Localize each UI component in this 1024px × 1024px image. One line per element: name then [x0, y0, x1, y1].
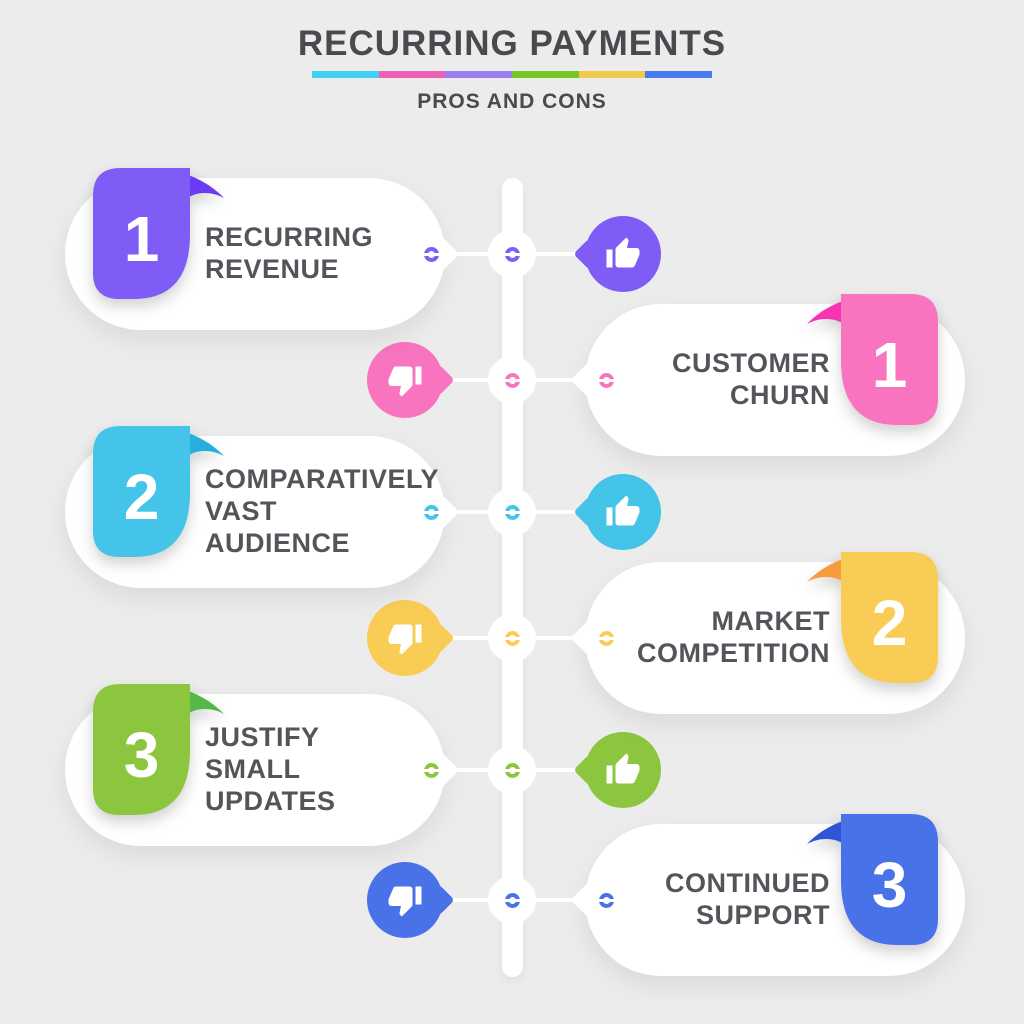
ribbon-badge: 2 [807, 552, 938, 683]
con-card: 2 MARKET COMPETITION [570, 552, 965, 714]
page-subtitle: PROS AND CONS [417, 90, 607, 113]
ribbon-number: 3 [871, 849, 908, 921]
thumbs-down-icon [388, 886, 422, 917]
card-title-line2: UPDATES [205, 785, 336, 816]
thumbs-down-icon [388, 366, 422, 397]
card-title: CUSTOMER CHURN [605, 348, 830, 412]
divider-segment [512, 71, 579, 78]
timeline-node [488, 876, 536, 924]
ribbon-shape [807, 814, 938, 945]
sync-icon [423, 246, 440, 262]
timeline-node [488, 614, 536, 662]
sync-icon [503, 762, 521, 778]
card-title: MARKET COMPETITION [605, 606, 830, 670]
timeline-node [488, 488, 536, 536]
sync-icon [423, 762, 440, 778]
thumbs-down-bubble [367, 342, 443, 418]
thumbs-up-icon [606, 495, 640, 526]
divider-segment [578, 71, 646, 78]
card-title: RECURRING REVENUE [205, 222, 420, 286]
sync-icon [503, 630, 521, 646]
sync-icon [503, 246, 521, 262]
thumbs-up-bubble [585, 216, 661, 292]
thumbs-up-bubble [585, 474, 661, 550]
sync-icon [423, 504, 440, 520]
ribbon-shape [93, 426, 224, 557]
thumbs-down-bubble [367, 600, 443, 676]
timeline-node [488, 746, 536, 794]
thumbs-up-icon [606, 753, 640, 784]
timeline-node [488, 356, 536, 404]
sync-icon [503, 372, 521, 388]
card-title-line2: VAST AUDIENCE [205, 496, 351, 558]
ribbon-number: 1 [123, 203, 160, 275]
pro-card: 2 COMPARATIVELY VAST AUDIENCE [65, 426, 460, 588]
timeline-node [488, 230, 536, 278]
card-title-line1: JUSTIFY SMALL [205, 722, 320, 785]
card-title-line1: COMPARATIVELY [205, 464, 440, 495]
ribbon-shape [93, 684, 224, 815]
ribbon-shape [807, 294, 938, 425]
ribbon-number: 1 [871, 329, 908, 401]
card-title: JUSTIFY SMALL UPDATES [205, 722, 420, 818]
title-divider [312, 71, 713, 78]
card-title-line1: CUSTOMER [671, 348, 830, 379]
sync-icon [503, 892, 521, 908]
card-title-line1: CONTINUED [665, 868, 830, 899]
divider-segment [378, 71, 446, 78]
thumbs-up-icon [606, 237, 640, 268]
card-title: COMPARATIVELY VAST AUDIENCE [205, 464, 440, 560]
pro-card: 3 JUSTIFY SMALL UPDATES [65, 684, 460, 846]
ribbon-number: 2 [123, 461, 160, 533]
ribbon-badge: 3 [807, 814, 938, 945]
sync-icon [598, 372, 615, 388]
ribbon-number: 2 [871, 587, 908, 659]
ribbon-shape [93, 168, 224, 299]
card-title-line1: MARKET [711, 606, 830, 637]
sync-icon [503, 504, 521, 520]
card-title-line2: SUPPORT [695, 900, 830, 930]
ribbon-number: 3 [123, 719, 160, 791]
header: RECURRING PAYMENTS PROS AND CONS [0, 0, 1024, 114]
divider-segment [445, 71, 513, 78]
sync-icon [598, 892, 615, 908]
card-title-line2: CHURN [730, 380, 830, 410]
ribbon-badge: 3 [93, 684, 224, 815]
card-title-line2: COMPETITION [637, 638, 830, 668]
ribbon-shape [807, 552, 938, 683]
divider-segment [312, 71, 379, 78]
thumbs-up-bubble [585, 732, 661, 808]
divider-segment [645, 71, 713, 78]
sync-icon [598, 630, 615, 646]
pro-card: 1 RECURRING REVENUE [65, 168, 460, 330]
page-title: RECURRING PAYMENTS [297, 24, 727, 63]
ribbon-badge: 2 [93, 426, 224, 557]
thumbs-down-icon [388, 624, 422, 655]
con-card: 3 CONTINUED SUPPORT [570, 814, 965, 976]
con-card: 1 CUSTOMER CHURN [570, 294, 965, 456]
card-title-line2: REVENUE [205, 254, 340, 284]
card-title: CONTINUED SUPPORT [605, 868, 830, 932]
timeline-track [502, 178, 523, 977]
ribbon-badge: 1 [93, 168, 224, 299]
card-title-line1: RECURRING [205, 222, 374, 253]
ribbon-badge: 1 [807, 294, 938, 425]
thumbs-down-bubble [367, 862, 443, 938]
